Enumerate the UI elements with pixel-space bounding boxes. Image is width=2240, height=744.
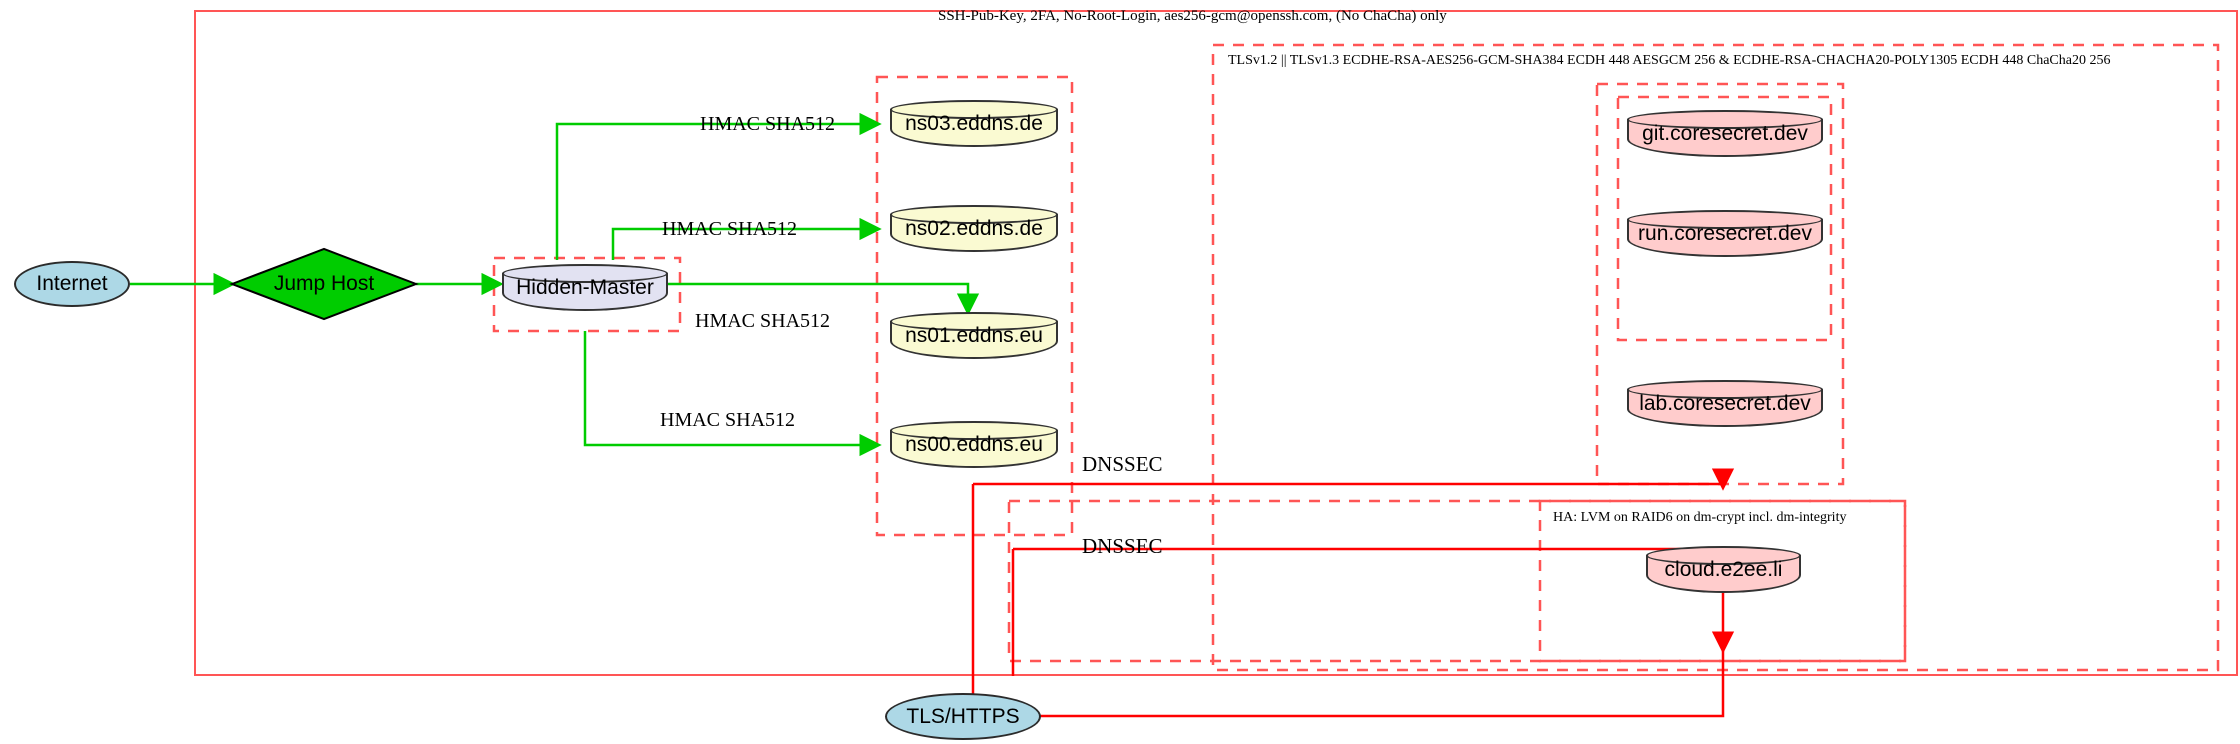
- node-lab-coresecret-label: lab.coresecret.dev: [1639, 391, 1811, 415]
- node-ns00[interactable]: ns00.eddns.eu: [890, 421, 1058, 468]
- cylinder-top: [1627, 110, 1823, 129]
- tls-policy-note: TLSv1.2 || TLSv1.3 ECDHE-RSA-AES256-GCM-…: [1228, 53, 2111, 68]
- node-cloud-e2ee-label: cloud.e2ee.li: [1664, 557, 1783, 581]
- boundary-nameservers: [875, 75, 1074, 537]
- ssh-policy-note: SSH-Pub-Key, 2FA, No-Root-Login, aes256-…: [938, 8, 1447, 24]
- node-ns00-label: ns00.eddns.eu: [905, 432, 1043, 456]
- boundary-ha-cloud: [1007, 499, 1907, 663]
- node-internet-label: Internet: [36, 272, 108, 295]
- cylinder-top: [890, 312, 1058, 331]
- node-lab-coresecret[interactable]: lab.coresecret.dev: [1627, 380, 1823, 427]
- edge-hiddenmaster-ns01: [668, 282, 980, 316]
- node-git-coresecret-label: git.coresecret.dev: [1642, 121, 1808, 145]
- edge-hiddenmaster-ns02: [611, 217, 882, 260]
- node-ns02[interactable]: ns02.eddns.de: [890, 205, 1058, 252]
- node-run-coresecret-label: run.coresecret.dev: [1638, 221, 1812, 245]
- ha-storage-note: HA: LVM on RAID6 on dm-crypt incl. dm-in…: [1553, 510, 1847, 525]
- node-cloud-e2ee[interactable]: cloud.e2ee.li: [1646, 546, 1801, 593]
- edge-label-hmac-ns02: HMAC SHA512: [662, 218, 798, 240]
- cylinder-top: [890, 100, 1058, 119]
- node-hidden-master[interactable]: Hidden-Master: [502, 264, 668, 311]
- cylinder-top: [1627, 210, 1823, 229]
- node-jump-host[interactable]: Jump Host: [232, 264, 416, 304]
- node-ns01-label: ns01.eddns.eu: [905, 323, 1043, 347]
- node-ns03-label: ns03.eddns.de: [905, 111, 1043, 135]
- edge-dnssec-lower: [1013, 547, 1735, 654]
- edge-label-hmac-ns00: HMAC SHA512: [660, 409, 796, 431]
- node-hidden-master-label: Hidden-Master: [516, 275, 654, 299]
- node-ns02-label: ns02.eddns.de: [905, 216, 1043, 240]
- node-jump-host-label: Jump Host: [273, 272, 375, 295]
- boundary-coresecret-inner: [1616, 95, 1833, 342]
- edge-hiddenmaster-ns03: [555, 112, 882, 260]
- cylinder-top: [890, 205, 1058, 224]
- node-internet[interactable]: Internet: [14, 261, 130, 307]
- cylinder-top: [502, 264, 668, 283]
- node-run-coresecret[interactable]: run.coresecret.dev: [1627, 210, 1823, 257]
- node-git-coresecret[interactable]: git.coresecret.dev: [1627, 110, 1823, 157]
- edge-dnssec-upper: [973, 468, 1735, 491]
- edge-label-hmac-ns01: HMAC SHA512: [695, 310, 831, 332]
- edge-label-dnssec-upper: DNSSEC: [1082, 452, 1163, 476]
- edge-tlshttps-ha: [1013, 650, 1725, 718]
- edge-label-hmac-ns03: HMAC SHA512: [700, 113, 836, 135]
- cylinder-top: [1646, 546, 1801, 565]
- edge-label-dnssec-lower: DNSSEC: [1082, 534, 1163, 558]
- node-tls-https-label: TLS/HTTPS: [906, 704, 1020, 728]
- node-ns03[interactable]: ns03.eddns.de: [890, 100, 1058, 147]
- edge-hiddenmaster-ns00: [583, 331, 882, 457]
- node-tls-https[interactable]: TLS/HTTPS: [885, 693, 1041, 740]
- node-ns01[interactable]: ns01.eddns.eu: [890, 312, 1058, 359]
- cylinder-top: [1627, 380, 1823, 399]
- boundary-ssh-outer: [194, 10, 2238, 676]
- boundary-tls: [1211, 43, 2220, 672]
- cylinder-top: [890, 421, 1058, 440]
